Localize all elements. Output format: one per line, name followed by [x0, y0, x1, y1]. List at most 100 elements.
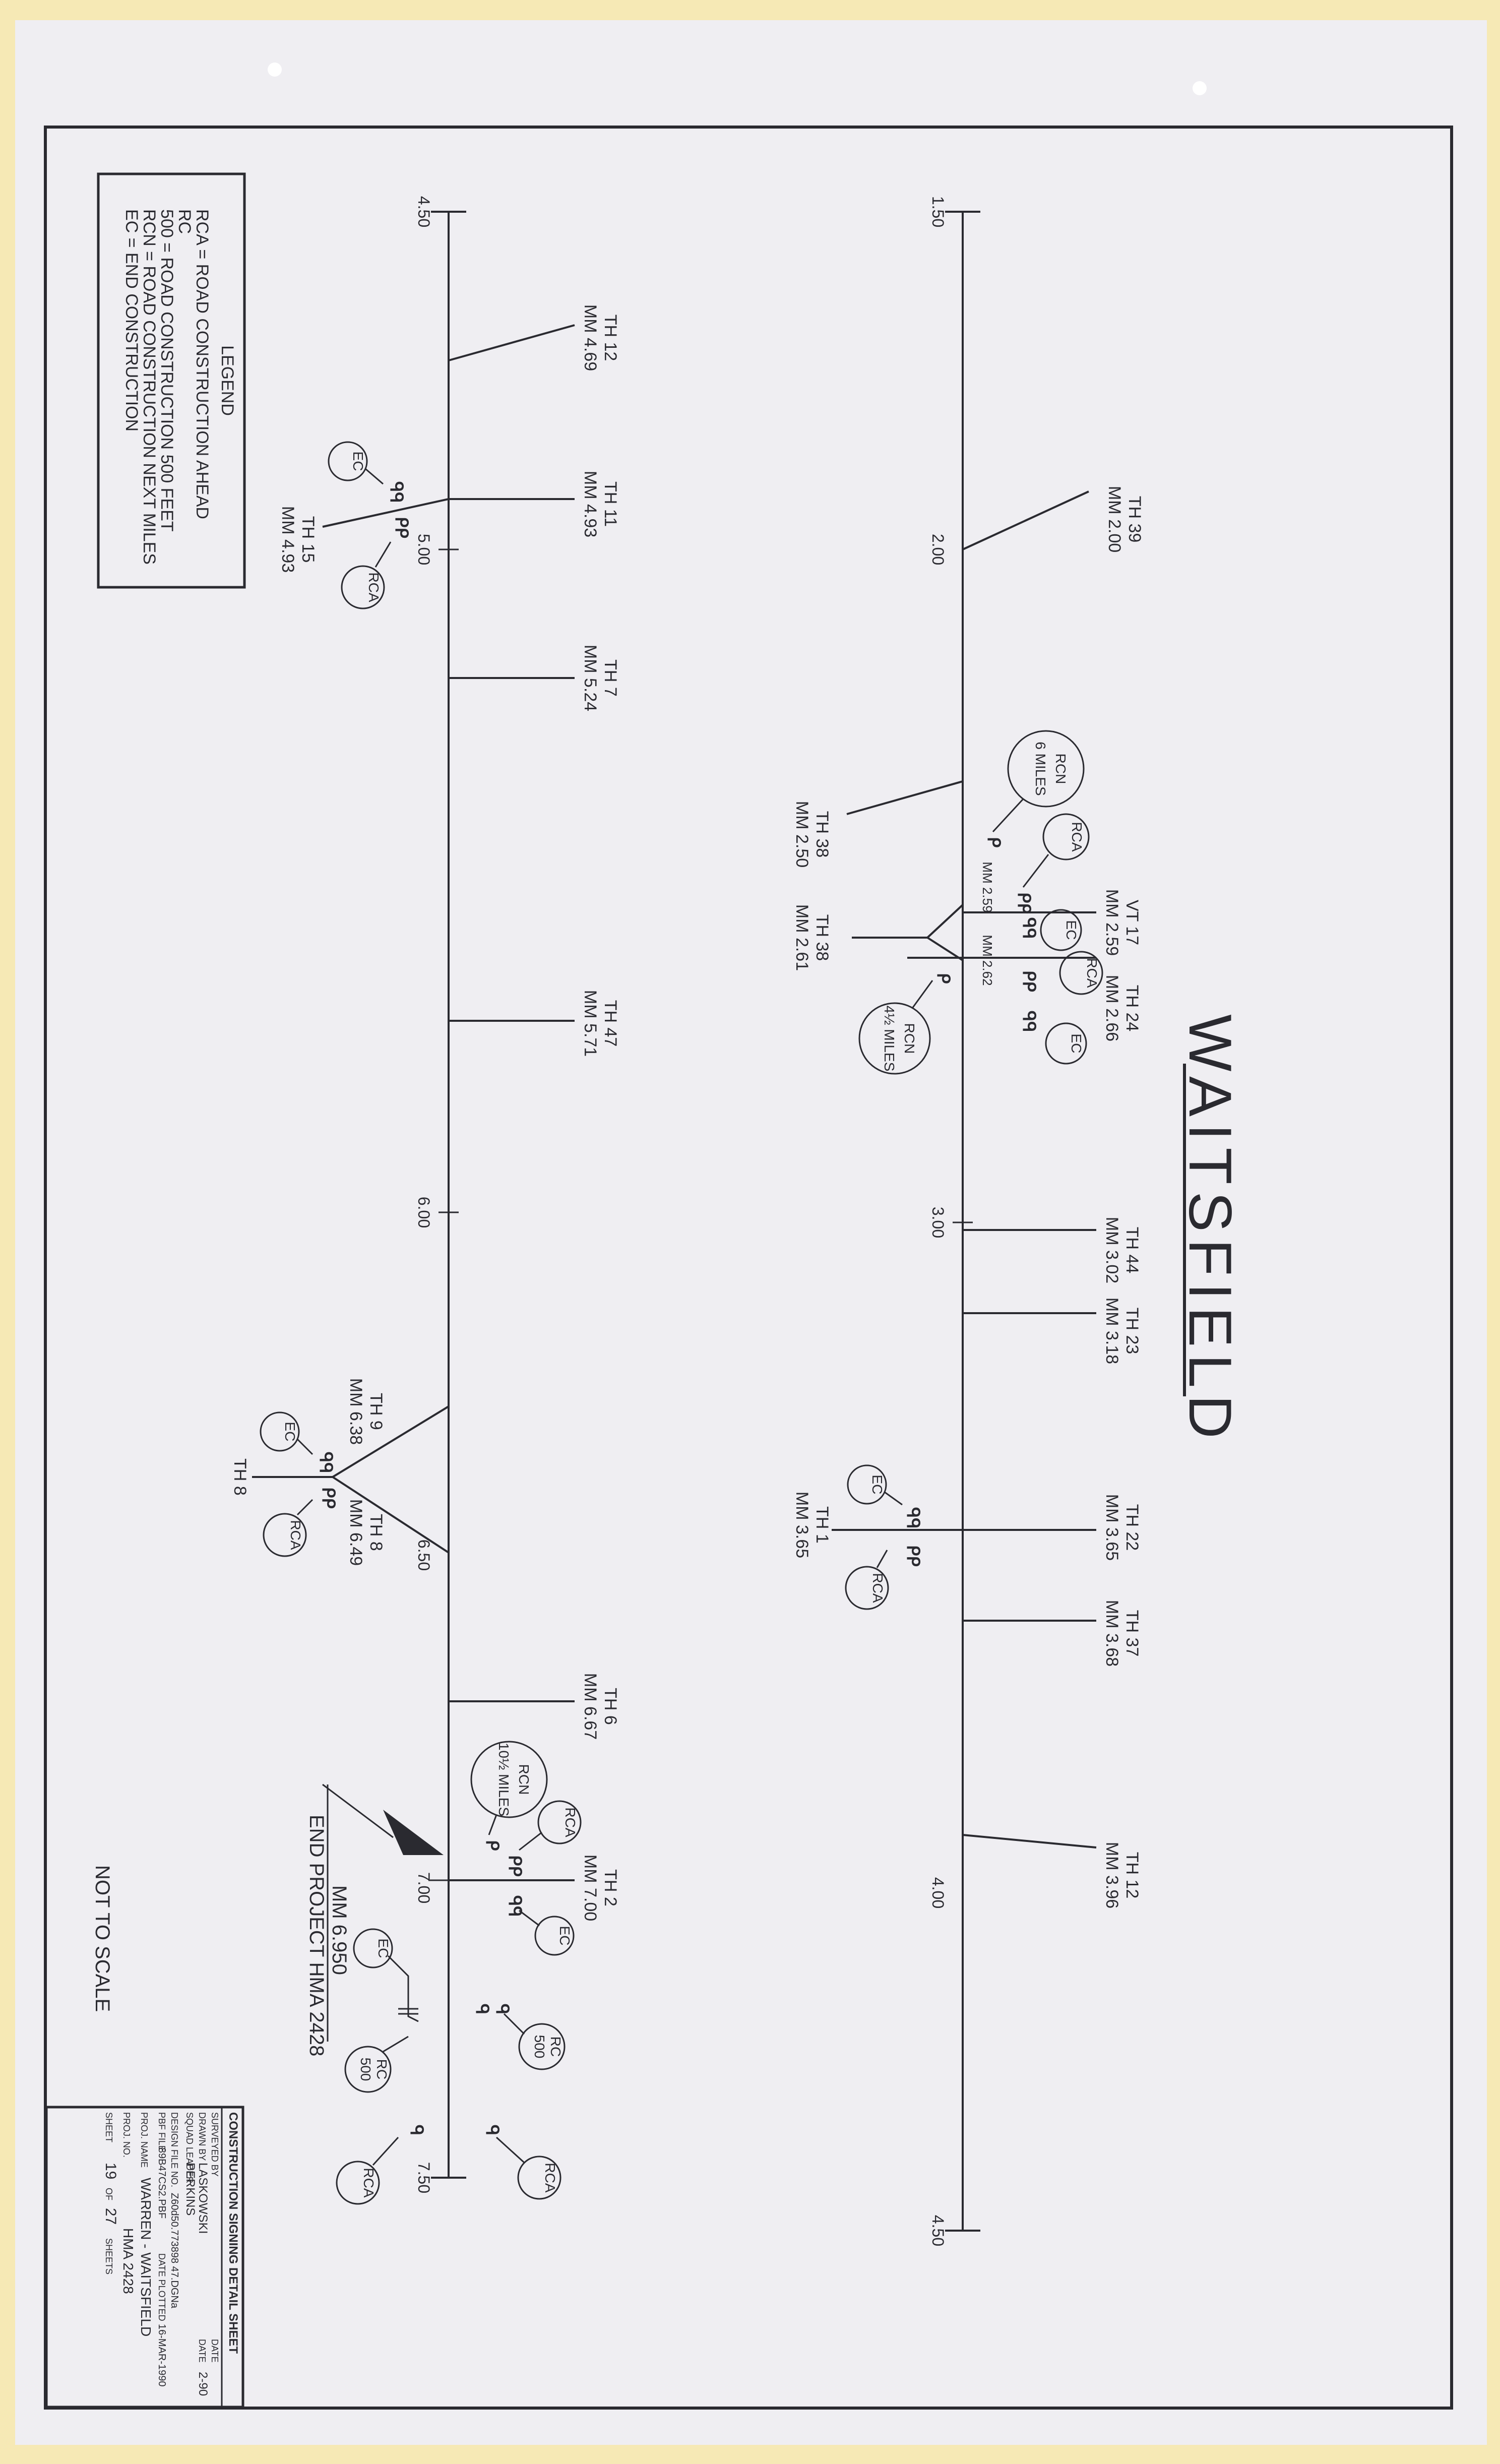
y-branch — [332, 1476, 450, 1554]
y-branch — [926, 904, 964, 939]
sign-leader — [876, 1550, 888, 1568]
sign-rca — [341, 565, 385, 609]
binding-hole — [1193, 81, 1207, 95]
sign-ec-text: EC — [869, 1475, 885, 1495]
sign-post: ᑫᑫ — [1019, 1011, 1038, 1032]
junction-mm: MM 2.59 — [1102, 889, 1121, 956]
sign-leader — [519, 1831, 542, 1851]
sign-ec — [1045, 1022, 1087, 1065]
junction-name: TH 8 — [366, 1514, 386, 1551]
tick-label: 7.00 — [415, 1872, 433, 1903]
junction-name: TH 12 — [601, 315, 620, 361]
legend-item: RCA = ROAD CONSTRUCTION AHEAD — [193, 209, 212, 519]
junction-mm: MM 3.65 — [1102, 1494, 1121, 1561]
sign-rcn-text: RCN — [902, 1023, 917, 1054]
end-project-leader — [322, 1783, 394, 1838]
legend-heading: LEGEND — [218, 345, 237, 416]
legend-item: RCN = ROAD CONSTRUCTION NEXT MILES — [140, 209, 159, 565]
sign-leader — [296, 1438, 314, 1455]
legend-item: 500 = ROAD CONSTRUCTION 500 FEET — [157, 209, 176, 532]
junction-mm: MM 3.68 — [1102, 1600, 1121, 1667]
sign-rca-text: RCA — [1084, 958, 1100, 988]
junction-mm: MM 2.66 — [1102, 975, 1121, 1041]
junction-name: TH 12 — [1122, 1852, 1142, 1899]
junction-name: TH 7 — [601, 659, 620, 697]
title-block-value: 19 — [102, 2163, 119, 2179]
inline-mm: MM 2.62 — [980, 935, 995, 985]
sign-ec-text: EC — [1069, 1034, 1084, 1054]
junction-name: TH 1 — [812, 1506, 832, 1544]
th15-branch — [322, 498, 449, 528]
title-block-value: Z60d50.773898 47.DGNa — [169, 2193, 180, 2309]
title-block-label: DATE PLOTTED — [157, 2253, 167, 2321]
title-block-value: LASKOWSKI — [196, 2163, 210, 2234]
junction-name: TH 37 — [1122, 1610, 1142, 1657]
junction-name: TH 47 — [601, 1000, 620, 1047]
junction-mm: MM 6.49 — [346, 1499, 365, 1566]
title-block-value: 27 — [102, 2208, 119, 2225]
junction-mm: MM 4.93 — [581, 471, 600, 537]
tick-label: 7.50 — [415, 2162, 433, 2193]
sign-rcn-text: 6 MILES — [1033, 742, 1048, 795]
legend-item: RC — [175, 209, 194, 234]
sign-leader — [495, 2136, 525, 2164]
title-block-frame — [45, 2106, 244, 2409]
junction-name: TH 38 — [812, 811, 832, 858]
junction-name: TH 22 — [1122, 1504, 1142, 1551]
sign-leader — [519, 1909, 540, 1927]
junction-name: TH 38 — [812, 914, 832, 961]
sign-rcn-text: 4½ MILES — [882, 1006, 897, 1072]
end-project-label: END PROJECT HMA 2428 — [305, 1815, 328, 2056]
junction-mm: MM 6.38 — [346, 1378, 365, 1445]
title-block-label: DATE — [210, 2339, 220, 2363]
th39-branch — [962, 490, 1089, 550]
junction-name: TH 8 — [230, 1458, 249, 1496]
title-block-label: PROJ. NO. — [121, 2112, 132, 2158]
sign-leader — [296, 1499, 314, 1516]
sign-rca-text: RCA — [361, 2168, 377, 2197]
sign-post: ᑫᑫ — [903, 1507, 922, 1529]
sign-ec — [1040, 909, 1082, 951]
sign-rcn-text: RCN — [516, 1764, 532, 1795]
sign-ec-text: EC — [557, 1926, 573, 1946]
sign-leader — [372, 2136, 399, 2166]
title-block-label: DRAWN BY — [197, 2112, 207, 2161]
sign-ec-text: EC — [350, 452, 366, 471]
title-block-label: SURVEYED BY — [210, 2112, 220, 2177]
tick-label: 1.50 — [929, 196, 947, 227]
title-block-value: HMA 2428 — [120, 2228, 136, 2294]
title-block-value: 2-90 — [196, 2372, 210, 2396]
sign-post: ᑭᑭ — [903, 1545, 922, 1567]
sign-ec — [534, 1916, 575, 1956]
title-group: WAITSFIELD — [1176, 1014, 1244, 1446]
sign-post: ᑫᑫ — [387, 481, 406, 503]
junction-mm: MM 7.00 — [581, 1855, 600, 1921]
sign-rca-text: RCA — [870, 1573, 886, 1603]
lower-route: 4.50 5.00 6.00 6.50 7.00 7.50 TH 12 MM 4… — [230, 196, 620, 2205]
title-block-label: OF — [104, 2188, 114, 2200]
tick-label: 5.00 — [415, 534, 433, 565]
junction-name: TH 11 — [601, 481, 620, 527]
junction-name: TH 15 — [298, 516, 318, 563]
sign-leader — [884, 1491, 903, 1506]
tick-label: 2.00 — [929, 534, 947, 565]
tick-label: 3.00 — [929, 1207, 947, 1238]
sign-post: ᑫ — [472, 2004, 491, 2014]
y-branch — [926, 937, 964, 961]
title-block-label: SHEET — [104, 2112, 114, 2142]
sign-post: ᑭᑭ — [319, 1487, 338, 1509]
sign-rcn — [858, 1002, 931, 1075]
sign-leader — [503, 2013, 525, 2035]
junction-mm: MM 3.65 — [792, 1492, 811, 1558]
th38a-branch — [846, 780, 963, 815]
inline-mm: MM 2.59 — [980, 861, 995, 912]
sign-post: ᑫ — [407, 2125, 426, 2135]
sign-post: ᑭ — [984, 837, 1003, 847]
sign-rc500-text: RC — [548, 2037, 564, 2057]
sign-rc500-text: 500 — [532, 2035, 547, 2059]
scale-note: NOT TO SCALE — [91, 1865, 113, 2012]
sign-post: ᑭ — [482, 1840, 502, 1851]
sign-rcn-text: 10½ MILES — [496, 1743, 512, 1816]
paper — [15, 20, 1487, 2445]
